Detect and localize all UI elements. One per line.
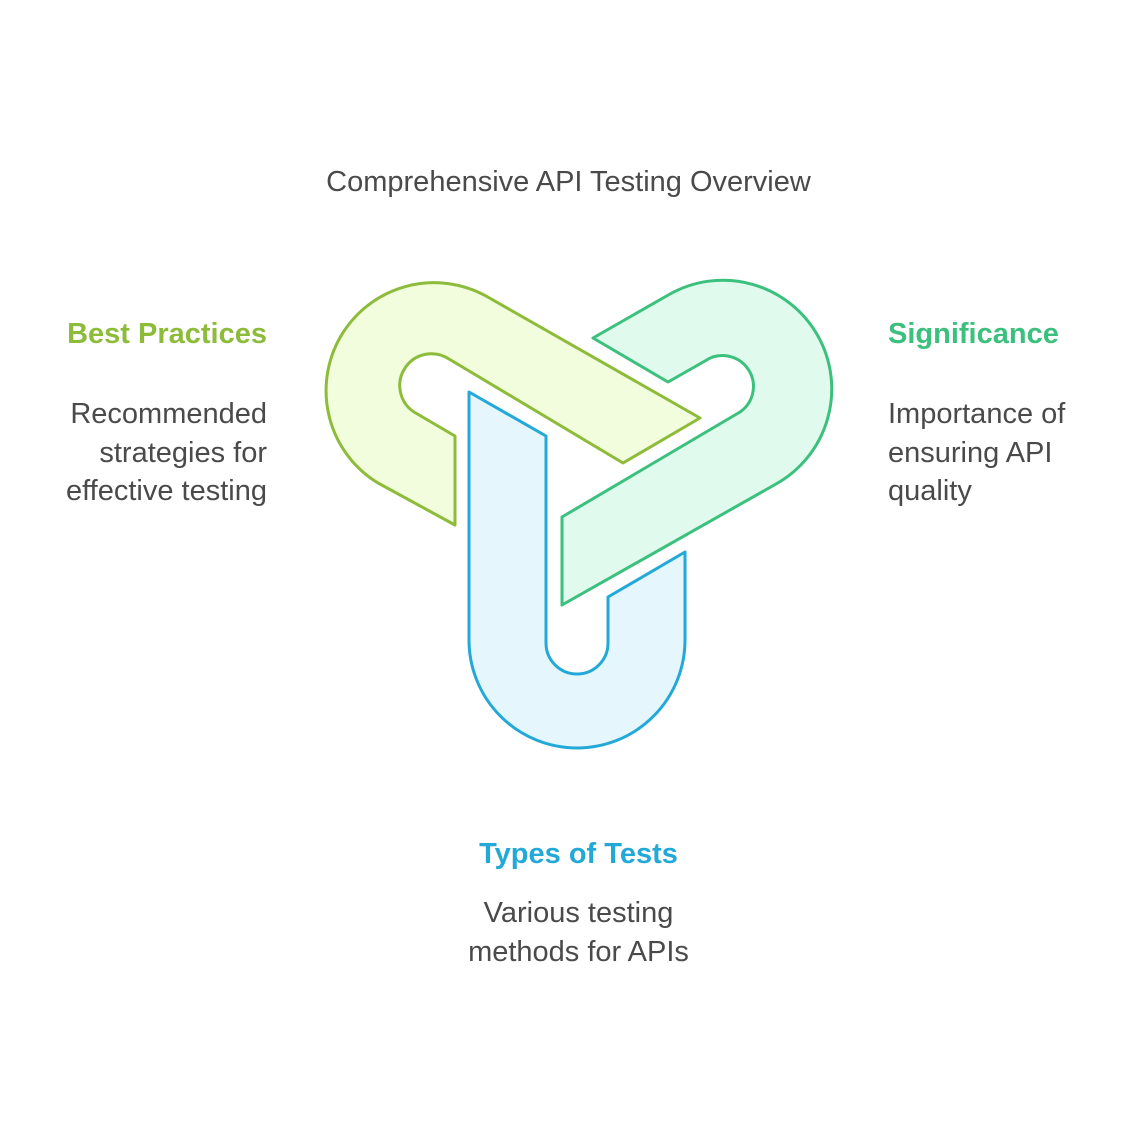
best-practices-heading: Best Practices: [67, 318, 267, 350]
best-practices-link: [324, 281, 702, 527]
description-line: effective testing: [66, 475, 267, 507]
significance-description: Importance of ensuring API quality: [888, 395, 1065, 511]
best-practices-description: Recommended strategies for effective tes…: [66, 395, 267, 511]
description-line: quality: [888, 475, 972, 507]
types-of-tests-link: [467, 390, 687, 750]
description-line: methods for APIs: [468, 935, 689, 968]
description-line: ensuring API: [888, 436, 1053, 469]
types-of-tests-description: Various testing methods for APIs: [0, 894, 1137, 971]
description-line: Importance of: [888, 398, 1066, 430]
significance-heading: Significance: [888, 318, 1059, 350]
description-line: Various testing: [483, 897, 674, 929]
types-of-tests-heading: Types of Tests: [479, 838, 678, 870]
description-line: strategies for: [99, 436, 267, 469]
diagram-title: Comprehensive API Testing Overview: [326, 166, 811, 198]
description-line: Recommended: [70, 398, 267, 430]
significance-link: [560, 278, 834, 607]
